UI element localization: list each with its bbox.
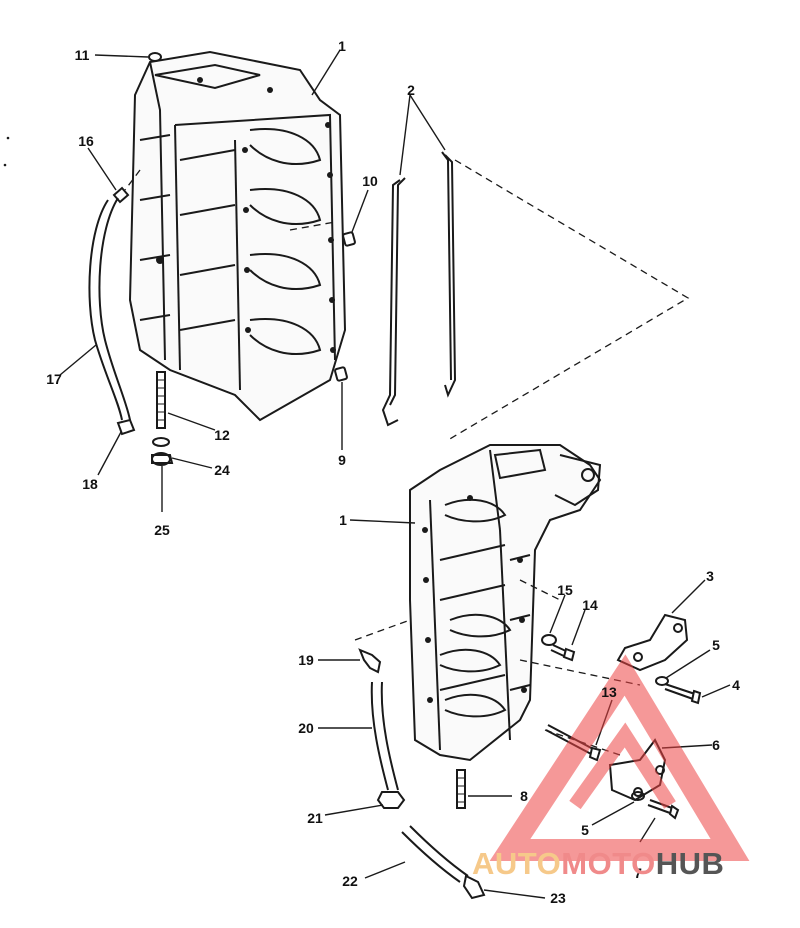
upper-crankcase-block <box>128 50 347 422</box>
lower-crankcase-block <box>409 444 602 762</box>
crankcase-seal-strips <box>381 151 457 427</box>
callout-23: 23 <box>550 890 566 906</box>
callout-10: 10 <box>362 173 378 189</box>
callout-8: 8 <box>520 788 528 804</box>
callout-16: 16 <box>78 133 94 149</box>
callout-4: 4 <box>732 677 740 693</box>
callout-3: 3 <box>706 568 714 584</box>
callout-1-lower: 1 <box>339 512 347 528</box>
watermark-logo-mark <box>489 654 750 861</box>
callout-5-upper: 5 <box>712 637 720 653</box>
callout-17: 17 <box>46 371 62 387</box>
callout-15: 15 <box>557 582 573 598</box>
watermark-part-auto: AUTO <box>472 846 562 881</box>
leader-lines <box>59 49 731 899</box>
watermark-text: AUTOMOTOHUB <box>472 848 724 879</box>
watermark-part-moto: MOTO <box>561 846 656 881</box>
callout-12: 12 <box>214 427 230 443</box>
callout-24: 24 <box>214 462 230 478</box>
callout-19: 19 <box>298 652 314 668</box>
callout-20: 20 <box>298 720 314 736</box>
callout-18: 18 <box>82 476 98 492</box>
callout-6: 6 <box>712 737 720 753</box>
callout-1-upper: 1 <box>338 38 346 54</box>
callout-9: 9 <box>338 452 346 468</box>
callout-11: 11 <box>74 47 90 63</box>
small-parts <box>88 52 702 900</box>
callout-2: 2 <box>407 82 415 98</box>
callout-13: 13 <box>601 684 617 700</box>
callout-25: 25 <box>154 522 170 538</box>
callout-22: 22 <box>342 873 358 889</box>
callout-5-lower: 5 <box>581 822 589 838</box>
callout-7: 7 <box>634 865 642 881</box>
watermark-part-hub: HUB <box>655 846 725 881</box>
scan-marks <box>3 136 10 167</box>
callout-14: 14 <box>582 597 598 613</box>
callout-21: 21 <box>307 810 323 826</box>
